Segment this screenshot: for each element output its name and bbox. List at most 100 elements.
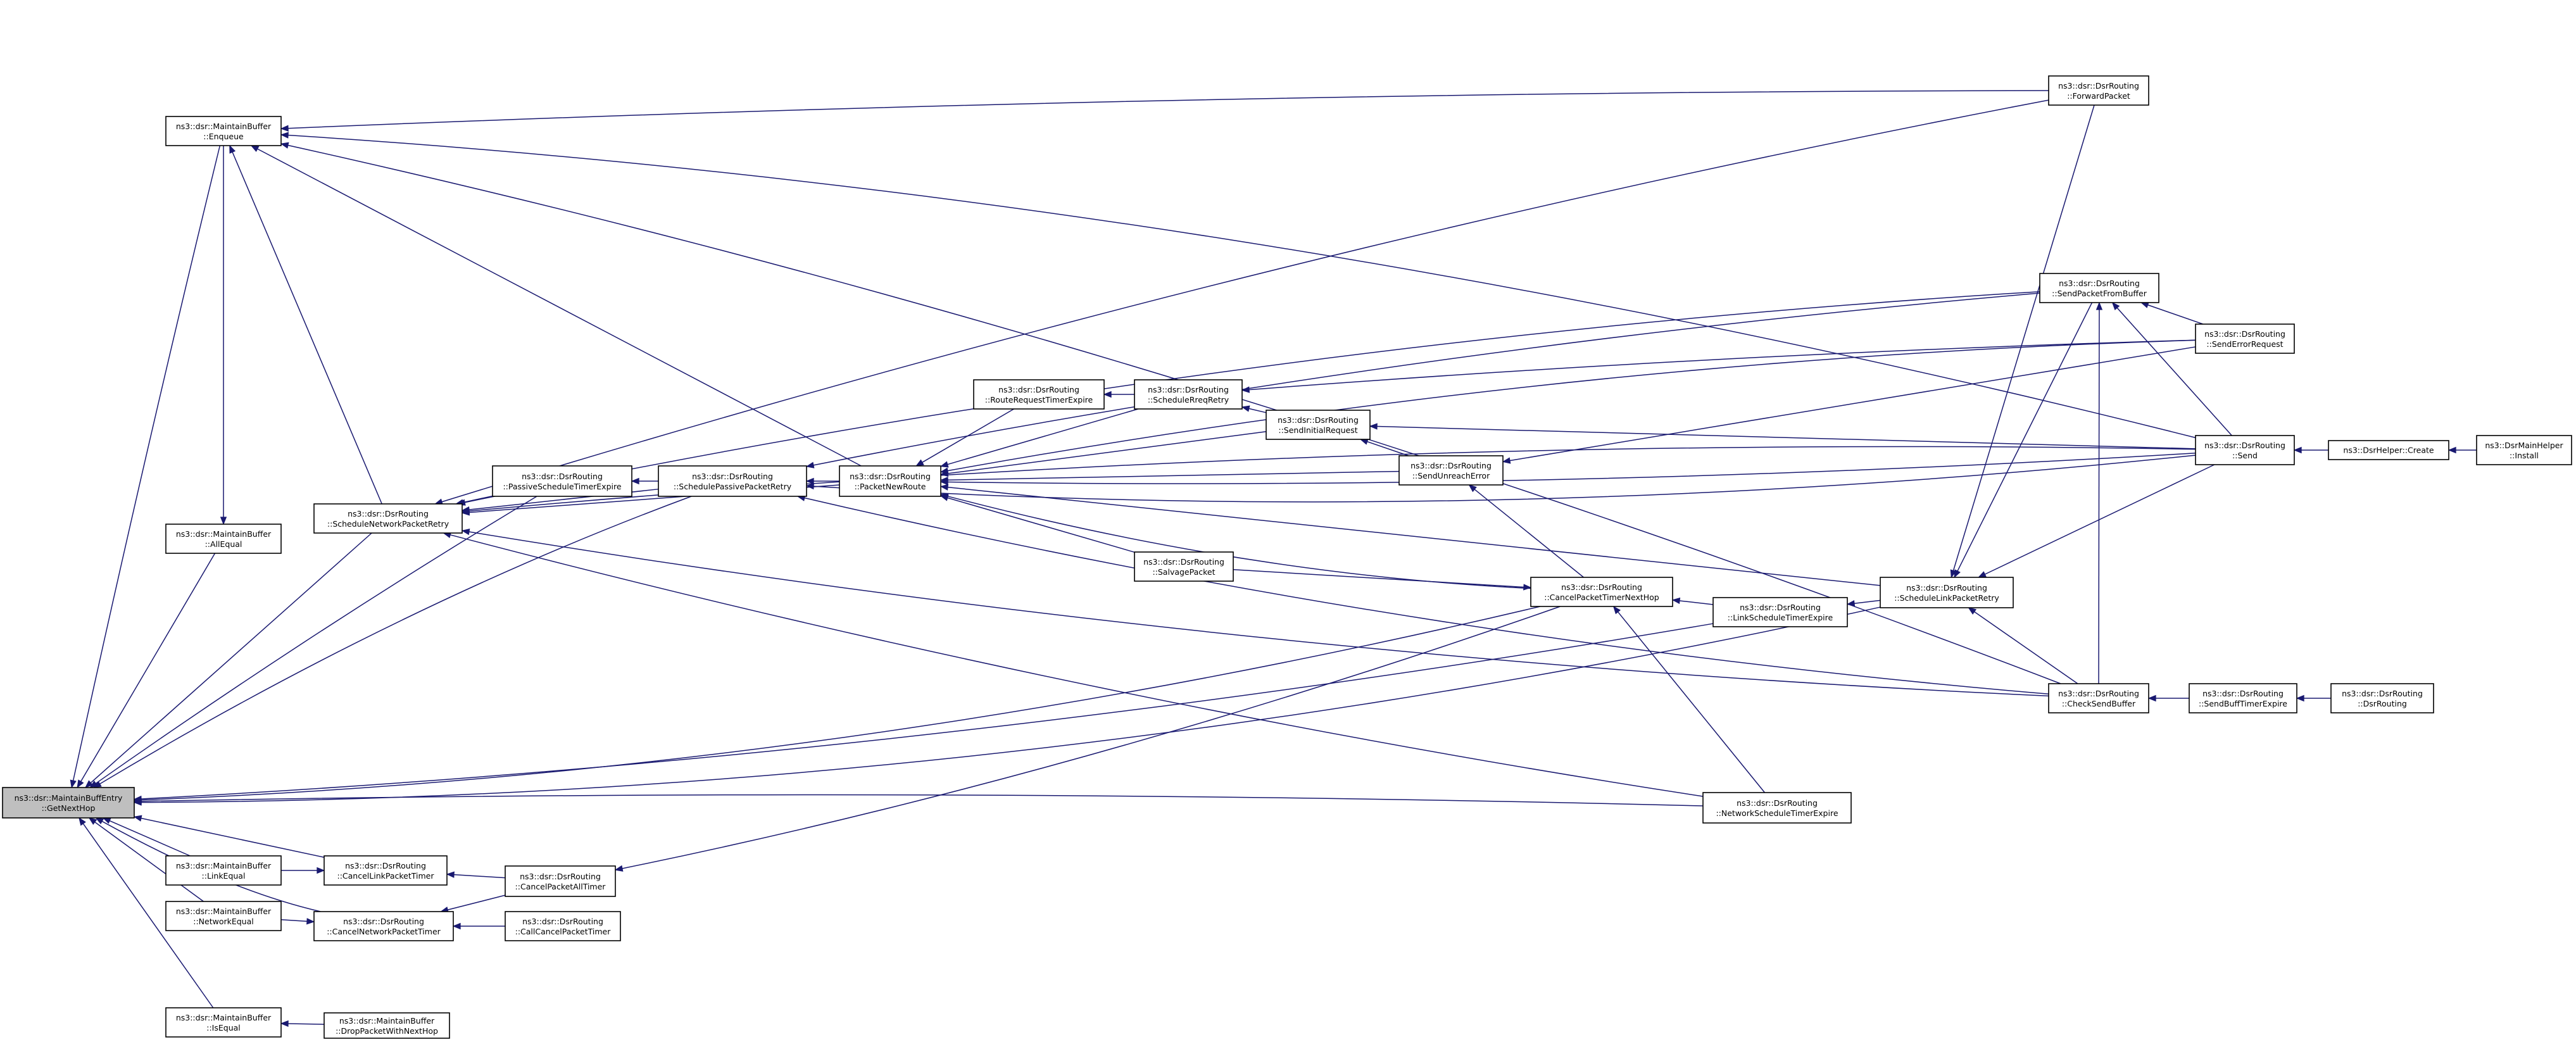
node-box <box>165 116 282 146</box>
edge-line <box>1984 464 2215 575</box>
edge-line <box>1974 611 2078 684</box>
node-helper_create[interactable]: ns3::DsrHelper::Create <box>2328 440 2449 460</box>
edge-line <box>1248 408 1267 413</box>
edge-forward_packet-to-mb_enqueue <box>280 90 2049 132</box>
node-label-line2: ::Enqueue <box>203 132 244 141</box>
arrowhead <box>1846 599 1856 607</box>
node-label-line2: ::DsrRouting <box>2358 699 2407 708</box>
node-passive_expire[interactable]: ns3::dsr::DsrRouting::PassiveScheduleTim… <box>492 465 632 497</box>
arrowhead <box>95 817 104 825</box>
node-salvage[interactable]: ns3::dsr::DsrRouting::SalvagePacket <box>1134 551 1234 582</box>
edge-mb_linkequal-to-cancel_link_timer <box>280 867 325 874</box>
node-label-line2: ::ForwardPacket <box>2067 91 2130 101</box>
node-box <box>658 465 807 497</box>
edge-line <box>2116 307 2232 436</box>
edge-packet_new_route-to-mb_enqueue <box>250 145 862 467</box>
edge-send-to-packet_new_route <box>939 452 2196 486</box>
node-dsr_routing_ctor[interactable]: ns3::dsr::DsrRouting::DsrRouting <box>2330 683 2434 713</box>
arrowhead <box>446 871 455 878</box>
edge-line <box>1367 441 1409 456</box>
node-label-line1: ns3::dsr::MaintainBuffer <box>176 861 272 870</box>
node-box <box>505 865 616 897</box>
edge-line <box>1233 568 1524 588</box>
node-sched_passive_retry[interactable]: ns3::dsr::DsrRouting::SchedulePassivePac… <box>658 465 807 497</box>
edge-mb_allequal-to-root <box>77 553 216 789</box>
node-cancel_link_timer[interactable]: ns3::dsr::DsrRouting::CancelLinkPacketTi… <box>324 855 448 886</box>
arrowhead <box>317 867 325 874</box>
node-label-line1: ns3::dsr::DsrRouting <box>2058 689 2139 698</box>
edge-send-to-mb_enqueue <box>280 132 2196 439</box>
node-sched_rreq_retry[interactable]: ns3::dsr::DsrRouting::ScheduleRreqRetry <box>1134 379 1243 410</box>
arrowhead <box>77 779 84 789</box>
node-label-line1: ns3::dsr::MaintainBuffer <box>176 122 272 131</box>
node-sched_link_retry[interactable]: ns3::dsr::DsrRouting::ScheduleLinkPacket… <box>1880 577 2014 608</box>
node-box <box>839 465 941 497</box>
node-send_from_buffer[interactable]: ns3::dsr::DsrRouting::SendPacketFromBuff… <box>2039 273 2159 303</box>
node-drop_next_hop[interactable]: ns3::dsr::MaintainBuffer::DropPacketWith… <box>324 1012 450 1039</box>
node-box <box>1530 577 1673 607</box>
node-packet_new_route[interactable]: ns3::dsr::DsrRouting::PacketNewRoute <box>839 465 941 497</box>
node-mb_linkequal[interactable]: ns3::dsr::MaintainBuffer::LinkEqual <box>165 855 282 886</box>
node-rreq_expire[interactable]: ns3::dsr::DsrRouting::RouteRequestTimerE… <box>973 379 1105 410</box>
node-cancel_next_hop[interactable]: ns3::dsr::DsrRouting::CancelPacketTimerN… <box>1530 577 1673 607</box>
edge-send-to-send_from_buffer <box>2111 301 2232 436</box>
arrowhead <box>939 493 949 499</box>
edge-line <box>280 919 308 922</box>
edge-line <box>1957 302 2093 572</box>
arrowhead <box>939 461 949 468</box>
node-cancel_net_timer[interactable]: ns3::dsr::DsrRouting::CancelNetworkPacke… <box>313 911 454 941</box>
arrowhead <box>452 922 461 930</box>
edge-mb_networkequal-to-cancel_net_timer <box>280 918 315 925</box>
edge-send-to-sched_passive_retry <box>805 455 2196 503</box>
node-box <box>1134 551 1234 582</box>
edge-send_error_req-to-packet_new_route <box>939 339 2196 474</box>
edge-helper_create-to-send <box>2293 446 2328 454</box>
node-box <box>165 524 282 554</box>
edge-sched_rreq_retry-to-packet_new_route <box>939 408 1139 468</box>
node-send_initial[interactable]: ns3::dsr::DsrRouting::SendInitialRequest <box>1266 410 1371 440</box>
node-label-line1: ns3::dsr::DsrRouting <box>1411 461 1492 470</box>
node-forward_packet[interactable]: ns3::dsr::DsrRouting::ForwardPacket <box>2048 75 2149 106</box>
node-net_sched_expire[interactable]: ns3::dsr::DsrRouting::NetworkScheduleTim… <box>1702 792 1852 824</box>
arrowhead <box>2111 301 2120 311</box>
nodes: ns3::dsr::MaintainBuffEntry::GetNextHopn… <box>2 75 2572 1039</box>
node-label-line2: ::SendBuffTimerExpire <box>2199 699 2287 708</box>
arrowhead <box>306 918 315 925</box>
node-mb_isequal[interactable]: ns3::dsr::MaintainBuffer::IsEqual <box>165 1007 282 1038</box>
node-label-line1: ns3::dsr::DsrRouting <box>1148 385 1229 394</box>
edge-line <box>947 496 1531 589</box>
node-label-line2: ::NetworkScheduleTimerExpire <box>1716 808 1838 818</box>
node-main_install[interactable]: ns3::DsrMainHelper::Install <box>2476 435 2572 465</box>
arrowhead <box>280 142 289 149</box>
edge-line <box>287 144 2061 684</box>
arrowhead <box>84 780 94 788</box>
node-box <box>324 1012 450 1039</box>
edge-line <box>1952 104 2095 571</box>
node-link_sched_expire[interactable]: ns3::dsr::DsrRouting::LinkScheduleTimerE… <box>1712 597 1848 627</box>
node-send_unreach[interactable]: ns3::dsr::DsrRouting::SendUnreachError <box>1398 455 1504 486</box>
arrowhead <box>1968 607 1977 615</box>
node-mb_enqueue[interactable]: ns3::dsr::MaintainBuffer::Enqueue <box>165 116 282 146</box>
edge-cancel_all-to-cancel_link_timer <box>446 871 506 879</box>
node-cancel_all[interactable]: ns3::dsr::DsrRouting::CancelPacketAllTim… <box>505 865 616 897</box>
arrowhead <box>1241 405 1250 412</box>
node-mb_networkequal[interactable]: ns3::dsr::MaintainBuffer::NetworkEqual <box>165 901 282 931</box>
edge-line <box>2147 304 2204 325</box>
node-send_error_req[interactable]: ns3::dsr::DsrRouting::SendErrorRequest <box>2195 323 2295 354</box>
node-sched_net_retry[interactable]: ns3::dsr::DsrRouting::ScheduleNetworkPac… <box>313 503 463 534</box>
node-call_cancel[interactable]: ns3::dsr::DsrRouting::CallCancelPacketTi… <box>505 911 621 941</box>
node-label-line1: ns3::dsr::DsrRouting <box>1278 415 1359 425</box>
node-sendbuff_expire[interactable]: ns3::dsr::DsrRouting::SendBuffTimerExpir… <box>2189 683 2297 713</box>
node-root[interactable]: ns3::dsr::MaintainBuffEntry::GetNextHop <box>2 787 135 819</box>
edge-send_initial-to-packet_new_route <box>939 431 1267 477</box>
edge-line <box>947 431 1267 474</box>
node-check_send_buffer[interactable]: ns3::dsr::DsrRouting::CheckSendBuffer <box>2048 683 2149 713</box>
node-label-line1: ns3::dsr::DsrRouting <box>2342 689 2423 698</box>
node-send[interactable]: ns3::dsr::DsrRouting::Send <box>2195 435 2295 465</box>
arrowhead <box>88 817 97 825</box>
arrowhead <box>631 477 639 485</box>
node-mb_allequal[interactable]: ns3::dsr::MaintainBuffer::AllEqual <box>165 524 282 554</box>
node-label-line1: ns3::dsr::DsrRouting <box>520 872 601 881</box>
node-label-line2: ::Send <box>2232 451 2258 460</box>
node-label-line1: ns3::dsr::DsrRouting <box>2204 441 2285 450</box>
